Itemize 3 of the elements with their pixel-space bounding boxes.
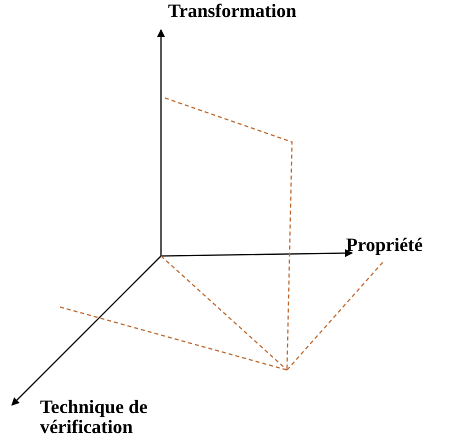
- axis-label: Technique de vérification: [40, 398, 149, 438]
- axis-label: Transformation: [168, 2, 296, 22]
- axis-label: Propriété: [346, 236, 423, 256]
